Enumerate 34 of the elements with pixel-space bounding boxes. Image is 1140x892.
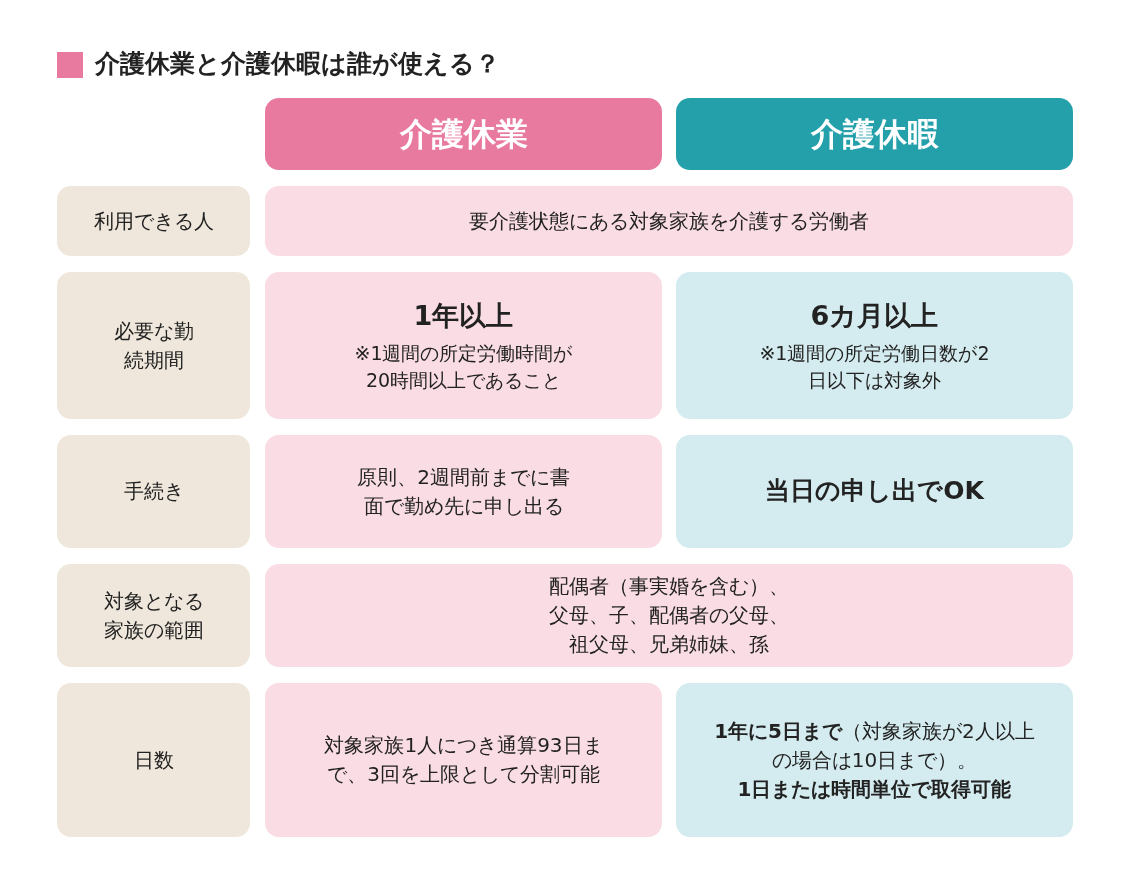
column-heading: 介護休業 — [399, 113, 528, 155]
info-panel — [265, 272, 662, 419]
info-panel — [265, 435, 662, 548]
info-panel — [265, 186, 1073, 256]
info-panel — [265, 564, 1073, 667]
info-panel — [676, 435, 1073, 548]
cell-heading: 1年以上 — [413, 299, 514, 334]
info-panel — [676, 683, 1073, 837]
cell-text: 1年に5日まで（対象家族が2人以上の場合は10日まで）。 — [713, 717, 1036, 774]
row-label-panel — [57, 564, 250, 667]
row-label-panel — [57, 435, 250, 548]
cell-text: 1日または時間単位で取得可能 — [737, 775, 1012, 803]
cell-text: 当日の申し出でOK — [765, 475, 984, 508]
row-label-panel — [57, 272, 250, 419]
note-text: ※1週間の所定労働時間が20時間以上であること — [353, 340, 574, 394]
cell-text: 要介護状態にある対象家族を介護する労働者 — [469, 207, 869, 235]
note-text: ※1週間の所定労働日数が2日以下は対象外 — [758, 340, 991, 394]
info-panel — [676, 272, 1073, 419]
row-label: 手続き — [123, 478, 184, 505]
cell-text: 対象家族1人につき通算93日まで、3回を上限として分割可能 — [323, 732, 604, 788]
row-label: 対象となる家族の範囲 — [102, 587, 205, 644]
cell-heading: 6カ月以上 — [810, 299, 939, 334]
title: 介護休業と介護休暇は誰が使える？ — [95, 48, 500, 80]
row-label: 利用できる人 — [93, 207, 214, 235]
cell-text: 配偶者（事実婚を含む）、父母、子、配偶者の父母、祖父母、兄弟姉妹、孫 — [549, 573, 789, 658]
row-label: 必要な勤続期間 — [112, 317, 195, 374]
row-label-panel — [57, 186, 250, 256]
row-label-panel — [57, 683, 250, 837]
column-header-tab — [676, 98, 1073, 170]
info-panel — [265, 683, 662, 837]
cell-text: 原則、2週間前までに書面で勤め先に申し出る — [356, 463, 571, 520]
column-header-tab — [265, 98, 662, 170]
column-heading: 介護休暇 — [810, 113, 939, 155]
row-label: 日数 — [133, 746, 174, 774]
